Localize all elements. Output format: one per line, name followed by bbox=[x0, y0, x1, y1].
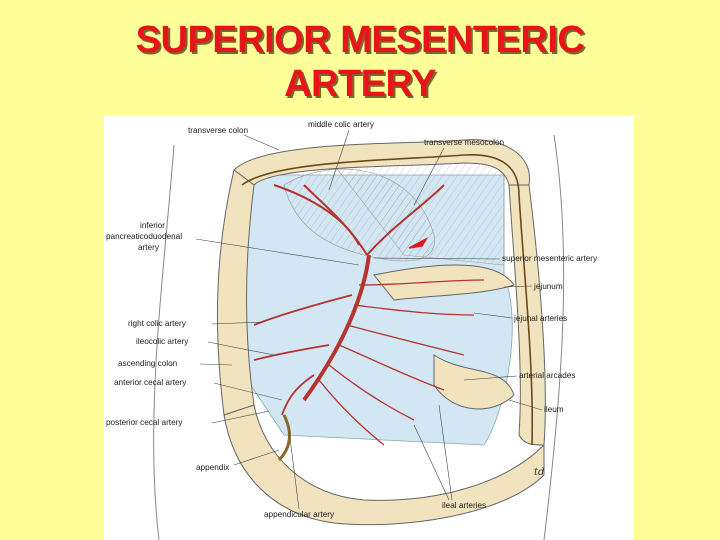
label-middle-colic-artery: middle colic artery bbox=[308, 120, 375, 129]
labels: transverse colon middle colic artery tra… bbox=[106, 120, 598, 519]
illustrator-signature: td bbox=[534, 467, 544, 478]
anatomy-figure: transverse colon middle colic artery tra… bbox=[104, 115, 634, 540]
label-right-colic-artery: right colic artery bbox=[128, 319, 187, 328]
label-jejunum: jejunum bbox=[533, 282, 563, 291]
jejunal-ileal-arteries bbox=[318, 279, 485, 446]
title-line-1: SUPERIOR MESENTERIC bbox=[135, 19, 585, 61]
jejunum-loop bbox=[373, 264, 515, 301]
label-posterior-cecal-artery: posterior cecal artery bbox=[106, 418, 183, 427]
label-ascending-colon: ascending colon bbox=[118, 359, 178, 368]
ileum-loop bbox=[433, 354, 515, 410]
slide-title: SUPERIOR MESENTERIC ARTERY bbox=[0, 18, 720, 106]
title-line-2: ARTERY bbox=[284, 63, 436, 105]
label-arterial-arcades: arterial arcades bbox=[519, 371, 575, 380]
lower-colon-loop bbox=[223, 404, 545, 526]
middle-colic-branches bbox=[273, 184, 445, 256]
label-appendicular-artery: appendicular artery bbox=[264, 510, 335, 519]
sma-trunk bbox=[302, 254, 371, 402]
label-jejunal-arteries: jejunal arteries bbox=[513, 314, 567, 323]
red-arrow-marker bbox=[408, 237, 428, 249]
label-superior-mesenteric-artery: superior mesenteric artery bbox=[502, 254, 598, 263]
label-inferior-pd-1: inferior bbox=[140, 221, 165, 230]
anatomy-illustration: transverse colon middle colic artery tra… bbox=[106, 120, 598, 540]
label-appendix: appendix bbox=[196, 463, 229, 472]
label-transverse-mesocolon: transverse mesocolon bbox=[424, 138, 505, 147]
body-wall-outline bbox=[153, 134, 565, 540]
label-inferior-pd-3: artery bbox=[138, 243, 160, 252]
label-ileocolic-artery: ileocolic artery bbox=[136, 337, 189, 346]
label-transverse-colon: transverse colon bbox=[188, 126, 249, 135]
label-ileal-arteries: ileal arteries bbox=[442, 501, 486, 510]
label-ileum: ileum bbox=[544, 405, 564, 414]
marginal-artery bbox=[241, 154, 534, 446]
label-anterior-cecal-artery: anterior cecal artery bbox=[114, 378, 187, 387]
label-inferior-pd-2: pancreaticoduodenal bbox=[106, 232, 182, 241]
appendix-shape bbox=[277, 414, 291, 462]
